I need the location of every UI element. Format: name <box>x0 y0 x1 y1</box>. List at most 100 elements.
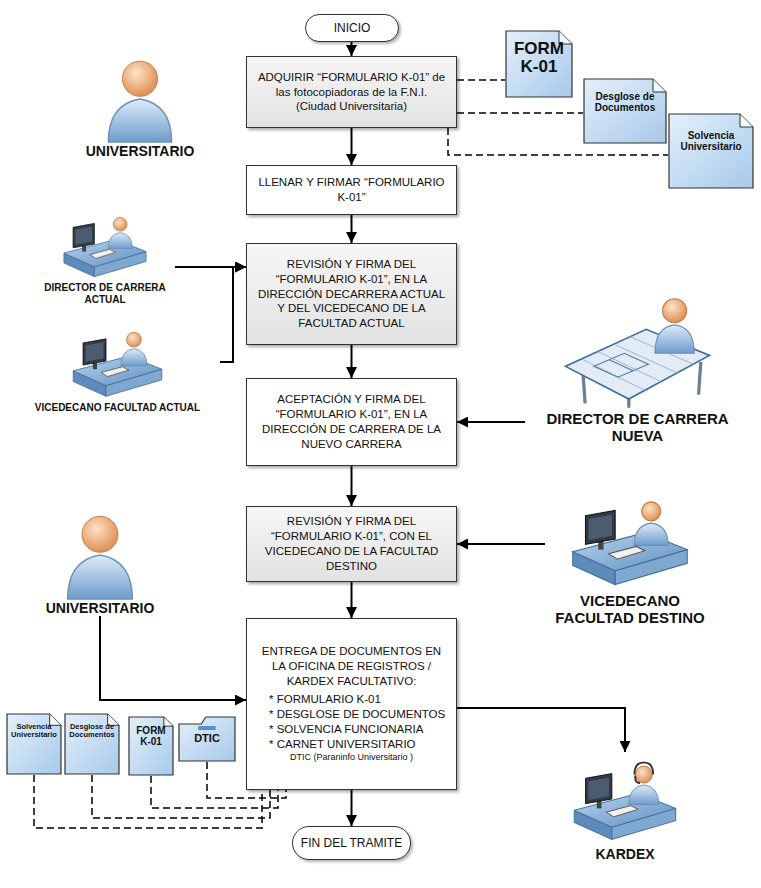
flow-arrow <box>100 616 246 700</box>
headset <box>634 762 653 783</box>
actor-label: KARDEX <box>550 846 700 862</box>
flow-arrow <box>351 582 353 618</box>
actor-figure: DIRECTOR DE CARRERA NUEVA <box>525 290 750 445</box>
actor-label: UNIVERSITARIO <box>35 600 165 616</box>
person-head <box>82 516 118 552</box>
box-text: INICIO <box>334 21 371 35</box>
actor-figure: UNIVERSITARIO <box>35 510 165 616</box>
box-text: ACEPTACIÓN Y FIRMA DEL “FORMULARIO K-01”… <box>255 392 448 452</box>
monitor-screen <box>588 777 609 800</box>
process-box: ADQUIRIR “FORMULARIO K-01” de las fotoco… <box>246 56 457 128</box>
document-icon: FORM K-01 <box>128 716 174 776</box>
actor-label: DIRECTOR DE CARRERA ACTUAL <box>35 282 175 305</box>
keyboard <box>90 249 116 258</box>
person-body <box>108 233 132 249</box>
actor-label: UNIVERSITARIO <box>75 143 205 159</box>
terminator: INICIO <box>305 14 399 42</box>
keyboard <box>609 546 645 559</box>
actor-figure: VICEDECANO FACULTAD ACTUAL <box>15 320 220 414</box>
list-item: * FORMULARIO K-01 <box>255 692 448 707</box>
flow-arrow <box>351 345 353 378</box>
actor-figure: UNIVERSITARIO <box>75 55 205 159</box>
person-body <box>108 99 171 142</box>
document-sheet <box>129 717 173 775</box>
document-sheet <box>584 79 666 143</box>
process-box: REVISIÓN Y FIRMA DEL “FORMULARIO K-01”, … <box>246 506 457 582</box>
person-head <box>642 502 661 521</box>
document-label: FORM K-01 <box>505 40 573 76</box>
person-head <box>122 61 157 96</box>
document-icon: FORM K-01 <box>505 30 573 98</box>
actor-icon <box>15 320 220 402</box>
document-sheet <box>7 714 61 774</box>
flow-arrow <box>351 215 353 243</box>
flow-arrow <box>351 466 353 506</box>
keyboard <box>101 367 129 377</box>
folder-icon: DTIC <box>178 716 236 762</box>
person-body <box>629 785 659 805</box>
dashed-connector <box>457 79 505 81</box>
person-body <box>121 349 147 366</box>
flow-arrow <box>457 421 525 423</box>
document-fold <box>653 79 666 92</box>
person-head <box>635 766 652 783</box>
box-text: REVISIÓN Y FIRMA DEL “FORMULARIO K-01”, … <box>255 514 448 574</box>
list-item: * SOLVENCIA FUNCIONARIA <box>255 722 448 737</box>
connectors <box>34 42 668 828</box>
document-label: Desglose de Documentos <box>583 92 667 113</box>
document-label: Solvencia Universitario <box>6 723 62 739</box>
monitor <box>586 774 612 804</box>
document-label: FORM K-01 <box>128 726 174 747</box>
box-text: REVISIÓN Y FIRMA DEL “FORMULARIO K-01”, … <box>255 257 448 332</box>
process-box: ENTREGA DE DOCUMENTOS EN LA OFICINA DE R… <box>246 618 457 790</box>
document-fold <box>740 114 753 127</box>
flow-arrow <box>351 790 353 826</box>
document-icon: Desglose de Documentos <box>64 713 120 775</box>
document-icon: Desglose de Documentos <box>583 78 667 144</box>
flow-arrow <box>220 267 246 362</box>
monitor-screen <box>75 227 92 245</box>
flow-arrow <box>457 543 545 545</box>
monitor <box>585 510 615 544</box>
monitor-screen <box>86 342 104 362</box>
terminator: FIN DEL TRAMITE <box>292 826 411 860</box>
person-head <box>113 217 127 231</box>
document-label: Solvencia Universitario <box>668 131 754 152</box>
monitor <box>83 339 106 365</box>
actor-label: DIRECTOR DE CARRERA NUEVA <box>525 410 750 445</box>
person-body <box>634 523 668 545</box>
actor-icon <box>35 510 165 600</box>
actor-label: VICEDECANO FACULTAD ACTUAL <box>15 402 220 414</box>
actor-icon <box>550 752 700 846</box>
document-fold <box>164 717 173 726</box>
flow-arrow <box>457 708 625 752</box>
person-body <box>68 555 133 599</box>
actor-label: VICEDECANO FACULTAD DESTINO <box>545 592 715 627</box>
folder-body <box>179 717 235 761</box>
document-sheet <box>65 714 119 774</box>
document-icon: Solvencia Universitario <box>668 113 754 189</box>
document-sheet <box>506 31 572 97</box>
plan-sketch <box>594 353 649 377</box>
process-box: REVISIÓN Y FIRMA DEL “FORMULARIO K-01”, … <box>246 243 457 345</box>
list-item: DTIC (Paraninfo Universitario ) <box>255 752 448 764</box>
document-icon: Solvencia Universitario <box>6 713 62 775</box>
dashed-connector <box>92 775 270 818</box>
document-label: Desglose de Documentos <box>64 723 120 739</box>
box-heading: ENTREGA DE DOCUMENTOS EN LA OFICINA DE R… <box>255 644 448 689</box>
flow-arrow <box>351 128 353 165</box>
process-box: LLENAR Y FIRMAR “FORMULARIO K-01” <box>246 165 457 215</box>
dashed-connector <box>457 112 583 114</box>
folder-handle <box>198 726 215 730</box>
actor-figure: DIRECTOR DE CARRERA ACTUAL <box>35 206 175 305</box>
list-item: * CARNET UNIVERSITARIO <box>255 737 448 752</box>
keyboard <box>606 806 638 817</box>
box-text: ADQUIRIR “FORMULARIO K-01” de las fotoco… <box>255 70 448 115</box>
box-text: FIN DEL TRAMITE <box>301 836 402 850</box>
actor-figure: KARDEX <box>550 752 700 862</box>
monitor <box>73 223 94 247</box>
list-item: * DESGLOSE DE DOCUMENTOS <box>255 707 448 722</box>
actor-figure: VICEDECANO FACULTAD DESTINO <box>545 486 715 627</box>
actor-icon <box>525 290 750 410</box>
actor-icon <box>545 486 715 592</box>
